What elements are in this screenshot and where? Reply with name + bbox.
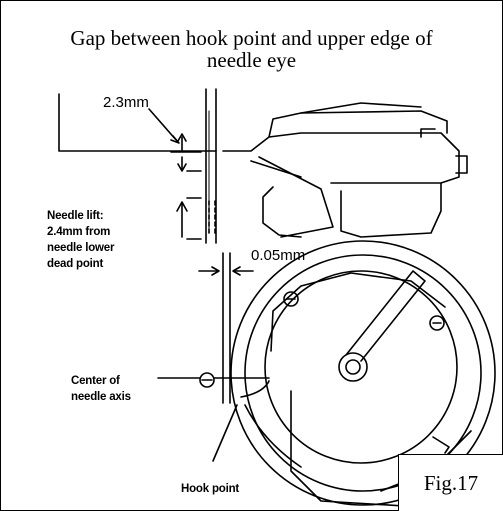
needle-lift-note: Needle lift: 2.4mm from needle lower dea… xyxy=(47,208,114,272)
needle-lift-arrows xyxy=(176,201,188,238)
clearance-dimension-label: 0.05mm xyxy=(251,247,306,264)
needle-lift-line-2: 2.4mm from xyxy=(47,226,111,238)
clearance-arrows xyxy=(198,266,254,276)
hook-driver-body xyxy=(222,102,468,238)
center-axis-note: Center of needle axis xyxy=(71,373,131,405)
needle-thread xyxy=(222,252,231,404)
center-axis-line-1: Center of xyxy=(71,375,120,387)
title-line-2: needle eye xyxy=(206,48,297,72)
needle-lift-line-3: needle lower xyxy=(47,242,115,254)
gap-dimension-label: 2.3mm xyxy=(103,94,149,111)
needle-lift-line-4: dead point xyxy=(47,258,104,270)
needle-lift-line-1: Needle lift: xyxy=(47,210,104,222)
hook-point-leader xyxy=(212,404,238,462)
figure-number: Fig.17 xyxy=(398,454,503,511)
figure-title: Gap between hook point and upper edge of… xyxy=(1,27,502,71)
title-line-1: Gap between hook point and upper edge of xyxy=(70,26,433,50)
center-axis-line-2: needle axis xyxy=(71,391,131,403)
needle xyxy=(205,88,217,244)
rotary-hook xyxy=(230,240,496,508)
reference-line xyxy=(58,93,217,152)
needle-axis-line xyxy=(157,372,270,388)
hook-point-label: Hook point xyxy=(181,483,240,495)
gap-dimension-arrows xyxy=(148,108,187,172)
callout-ticks xyxy=(170,151,202,240)
